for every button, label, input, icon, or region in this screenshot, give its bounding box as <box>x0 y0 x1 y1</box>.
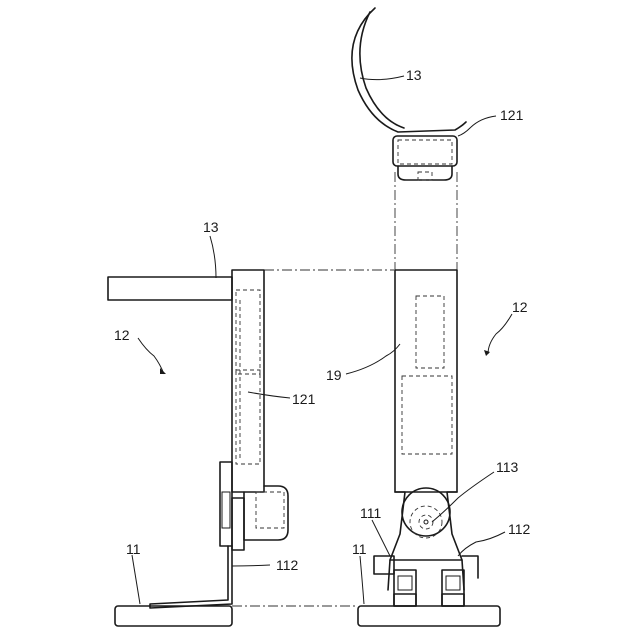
right-base-11 <box>358 606 500 626</box>
left-base-11 <box>115 606 232 626</box>
label-right-111: 111 <box>360 505 381 521</box>
label-left-12: 12 <box>114 327 130 343</box>
reference-numerals: 13 12 121 11 112 13 121 12 19 113 111 11… <box>114 67 531 573</box>
right-fork-111 <box>388 492 464 590</box>
label-right-11: 11 <box>352 541 367 557</box>
label-right-112: 112 <box>508 521 531 537</box>
label-right-113: 113 <box>496 459 519 475</box>
left-lower-block <box>244 486 288 540</box>
left-handle-13 <box>108 277 232 300</box>
right-cap-121 <box>393 136 457 166</box>
label-right-13: 13 <box>406 67 422 83</box>
label-left-121: 121 <box>292 391 316 407</box>
leader-lines <box>132 76 512 604</box>
left-leaf-112 <box>150 546 232 608</box>
left-body-12 <box>232 270 264 492</box>
label-left-112: 112 <box>276 557 299 573</box>
right-body-12 <box>395 270 457 492</box>
right-foot-left <box>394 570 416 606</box>
right-module-19 <box>416 296 444 368</box>
right-front-view <box>352 8 500 626</box>
label-right-12: 12 <box>512 299 528 315</box>
label-right-121: 121 <box>500 107 524 123</box>
label-right-19: 19 <box>326 367 342 383</box>
alignment-lines <box>232 172 457 606</box>
label-left-11: 11 <box>126 541 141 557</box>
right-foot-right <box>442 570 464 606</box>
label-left-13: 13 <box>203 219 219 235</box>
